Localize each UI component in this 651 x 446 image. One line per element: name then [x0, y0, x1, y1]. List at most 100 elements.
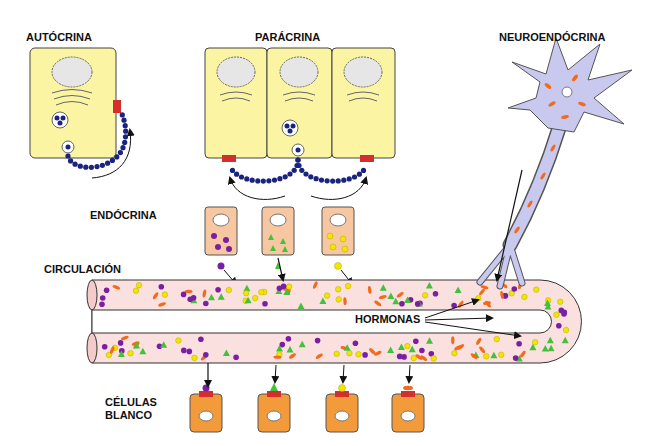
hormone-particle: [483, 301, 491, 305]
hormone-particle: [262, 301, 268, 307]
target-cells-part: [409, 365, 410, 382]
target-cells-part: [258, 394, 290, 432]
autocrine-cell-part: [52, 57, 92, 87]
hormone-particle: [215, 287, 221, 293]
hormone-particle: [334, 351, 340, 357]
hormone-particle: [158, 301, 167, 307]
signal-molecule: [255, 178, 260, 183]
signal-molecule: [121, 118, 126, 123]
target-cells: [190, 365, 424, 432]
target-cells-part: [339, 385, 346, 392]
signal-molecule: [100, 163, 105, 168]
signal-molecule: [244, 176, 249, 181]
blood-vessel-part: [92, 310, 552, 333]
paracrine-cells-part: [347, 92, 379, 101]
endocrine-cells-part: [262, 207, 294, 255]
target-cells-part: [270, 383, 278, 391]
hormone-particle: [416, 300, 423, 307]
signal-molecule: [120, 145, 125, 150]
hormone-particle: [356, 352, 362, 358]
leader-lines-part: [425, 318, 492, 320]
endocrine-cells-part: [330, 214, 346, 226]
target-cells: CÉLULAS BLANCO: [185, 386, 429, 436]
paracrine-cells-part: [360, 155, 374, 162]
signal-molecule: [73, 162, 78, 167]
hormone-particle: [404, 297, 411, 304]
endocrine-cells-part: [322, 207, 354, 255]
paracrine-cells-part: [217, 57, 255, 87]
signal-molecule: [296, 163, 301, 168]
autocrine-cell-part: [62, 141, 74, 153]
hormone-particle: [133, 288, 139, 294]
hormone-particle: [490, 352, 497, 359]
signal-molecule: [239, 174, 244, 179]
paracrine-cells-part: [205, 48, 267, 158]
target-cells-part: [401, 391, 415, 397]
neuron-part: [513, 226, 520, 234]
hormone-particle: [563, 327, 569, 333]
signal-molecule: [266, 178, 271, 183]
hormone-particle: [415, 353, 424, 360]
hormone-particle: [562, 337, 569, 344]
neuron: [478, 38, 632, 299]
circulation-vessel: CIRCULACIÓN: [92, 280, 582, 363]
neuron-part: [527, 200, 534, 209]
hormone-particles: [99, 281, 569, 362]
endocrine-cells-part: [340, 236, 346, 242]
hormone-particle: [233, 355, 239, 361]
autocrine-cell: [30, 48, 131, 178]
hormone-particle: [453, 344, 462, 351]
hormone-particle: [401, 354, 407, 360]
neuron-part: [510, 125, 560, 245]
hormone-particle: [118, 351, 125, 358]
leader-lines: [425, 300, 520, 336]
hormone-particle: [455, 287, 462, 294]
hormone-particle: [532, 340, 538, 346]
guide-path: [298, 160, 366, 181]
endocrine-cells-part: [275, 262, 281, 269]
signal-molecule: [123, 134, 128, 139]
signal-molecule: [336, 178, 341, 183]
hormone-particle: [399, 301, 405, 307]
signal-molecule: [105, 161, 110, 166]
hormone-particle: [451, 336, 454, 344]
node-label: CÉLULAS BLANCO: [105, 396, 171, 422]
hormone-particle: [187, 349, 193, 355]
hormone-particle: [512, 286, 518, 292]
signal-molecule: [347, 176, 352, 181]
paracrine-cells-part: [296, 148, 301, 153]
neuron-part: [562, 87, 572, 97]
paracrine-cells-part: [344, 57, 382, 87]
hormone-particle: [498, 352, 504, 358]
autocrine-cell-part: [52, 112, 68, 128]
hormone-particle: [112, 284, 121, 290]
hormone-particle: [494, 336, 500, 342]
hormone-particle: [312, 281, 318, 290]
target-cells-part: [326, 394, 358, 432]
endocrine-cells-part: [330, 244, 336, 250]
target-cells-part: [267, 391, 281, 397]
hormone-particle: [367, 286, 371, 294]
hormone-particle: [286, 336, 292, 342]
autocrine-cell-part: [92, 130, 131, 178]
hormone-particle: [99, 302, 105, 308]
endocrine-cells: [205, 207, 354, 284]
hormone-particle: [160, 341, 167, 348]
signal-molecule: [314, 176, 319, 181]
hormone-particle: [287, 346, 294, 353]
paracrine-cells-part: [282, 120, 298, 136]
autocrine-cell-part: [61, 116, 66, 121]
paracrine-cells: [205, 48, 395, 199]
hormone-particle: [288, 352, 296, 359]
hormone-particle: [139, 348, 146, 355]
hormone-particle: [159, 284, 165, 290]
hormone-particle: [298, 302, 305, 309]
neuron-part: [540, 172, 547, 181]
hormone-particle: [380, 284, 387, 291]
hormone-particle: [378, 294, 387, 299]
signal-molecule: [352, 174, 357, 179]
node-label: AUTÓCRINA: [26, 31, 92, 44]
hormone-particle: [281, 284, 287, 290]
neuron-part: [578, 101, 587, 107]
